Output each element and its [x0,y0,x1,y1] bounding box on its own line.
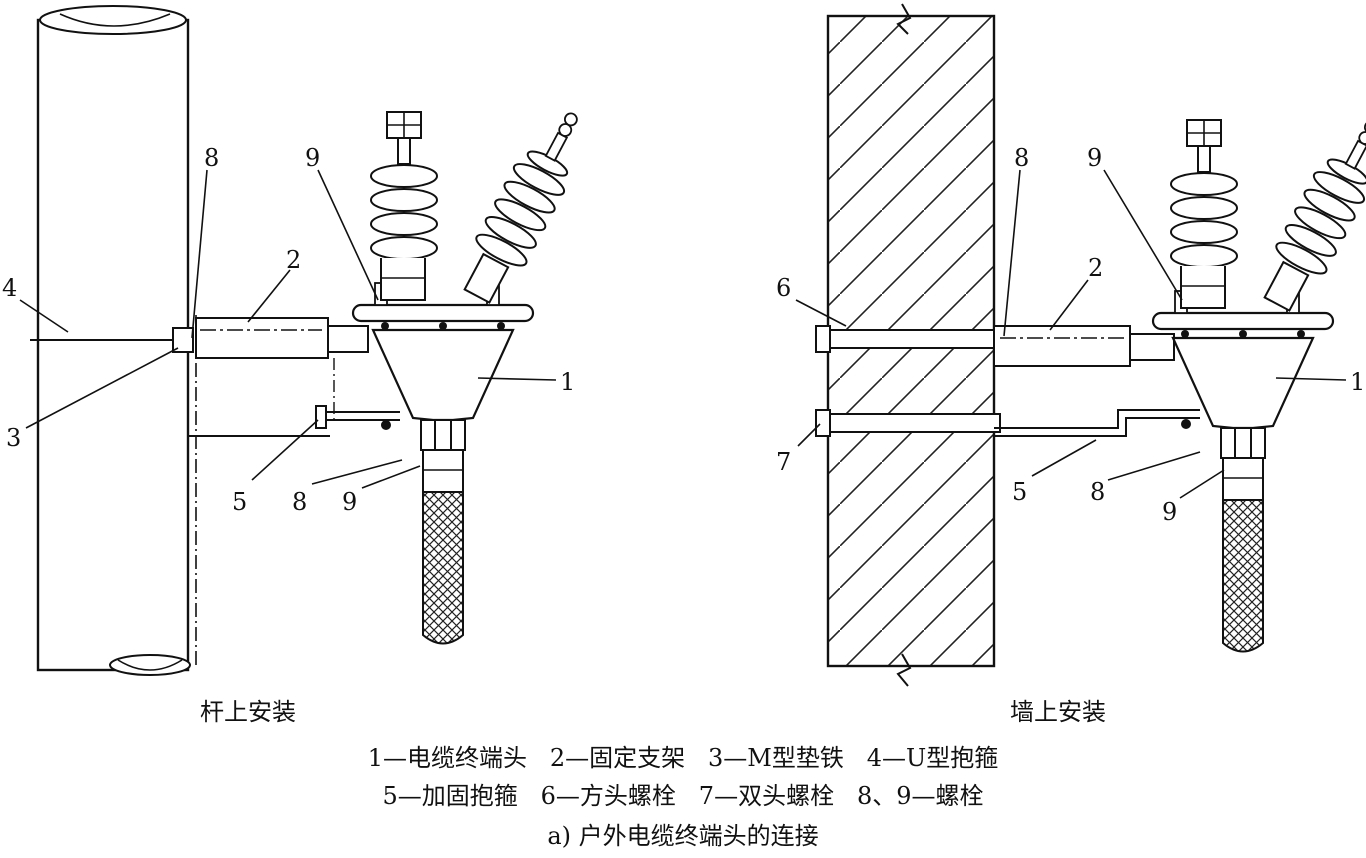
wall-mount-drawing [815,3,1366,687]
callout-l-1: 1 [560,368,575,396]
callout-r-8b: 8 [1090,478,1105,506]
callout-r-9a: 9 [1087,144,1102,172]
callout-r-9b: 9 [1162,498,1177,526]
callout-l-2: 2 [286,246,301,274]
caption-pole-mount: 杆上安装 [200,698,296,726]
caption-wall-mount: 墙上安装 [1010,698,1106,726]
callout-r-7: 7 [776,448,791,476]
callout-l-5: 5 [232,488,247,516]
callout-r-5: 5 [1012,478,1027,506]
callout-r-2: 2 [1088,254,1103,282]
legend-line-2: 5—加固抱箍 6—方头螺栓 7—双头螺栓 8、9—螺栓 [382,782,984,810]
callout-l-4: 4 [2,274,17,302]
callout-l-3: 3 [6,424,21,452]
callout-r-6: 6 [776,274,791,302]
callout-l-8a: 8 [204,144,219,172]
callout-l-8b: 8 [292,488,307,516]
figure-caption: a) 户外电缆终端头的连接 [547,822,819,850]
callout-r-1: 1 [1350,368,1365,396]
callout-r-8a: 8 [1014,144,1029,172]
callout-l-9a: 9 [305,144,320,172]
callout-l-9b: 9 [342,488,357,516]
pole-mount-drawing [30,5,600,676]
legend-line-1: 1—电缆终端头 2—固定支架 3—M型垫铁 4—U型抱箍 [367,744,999,772]
